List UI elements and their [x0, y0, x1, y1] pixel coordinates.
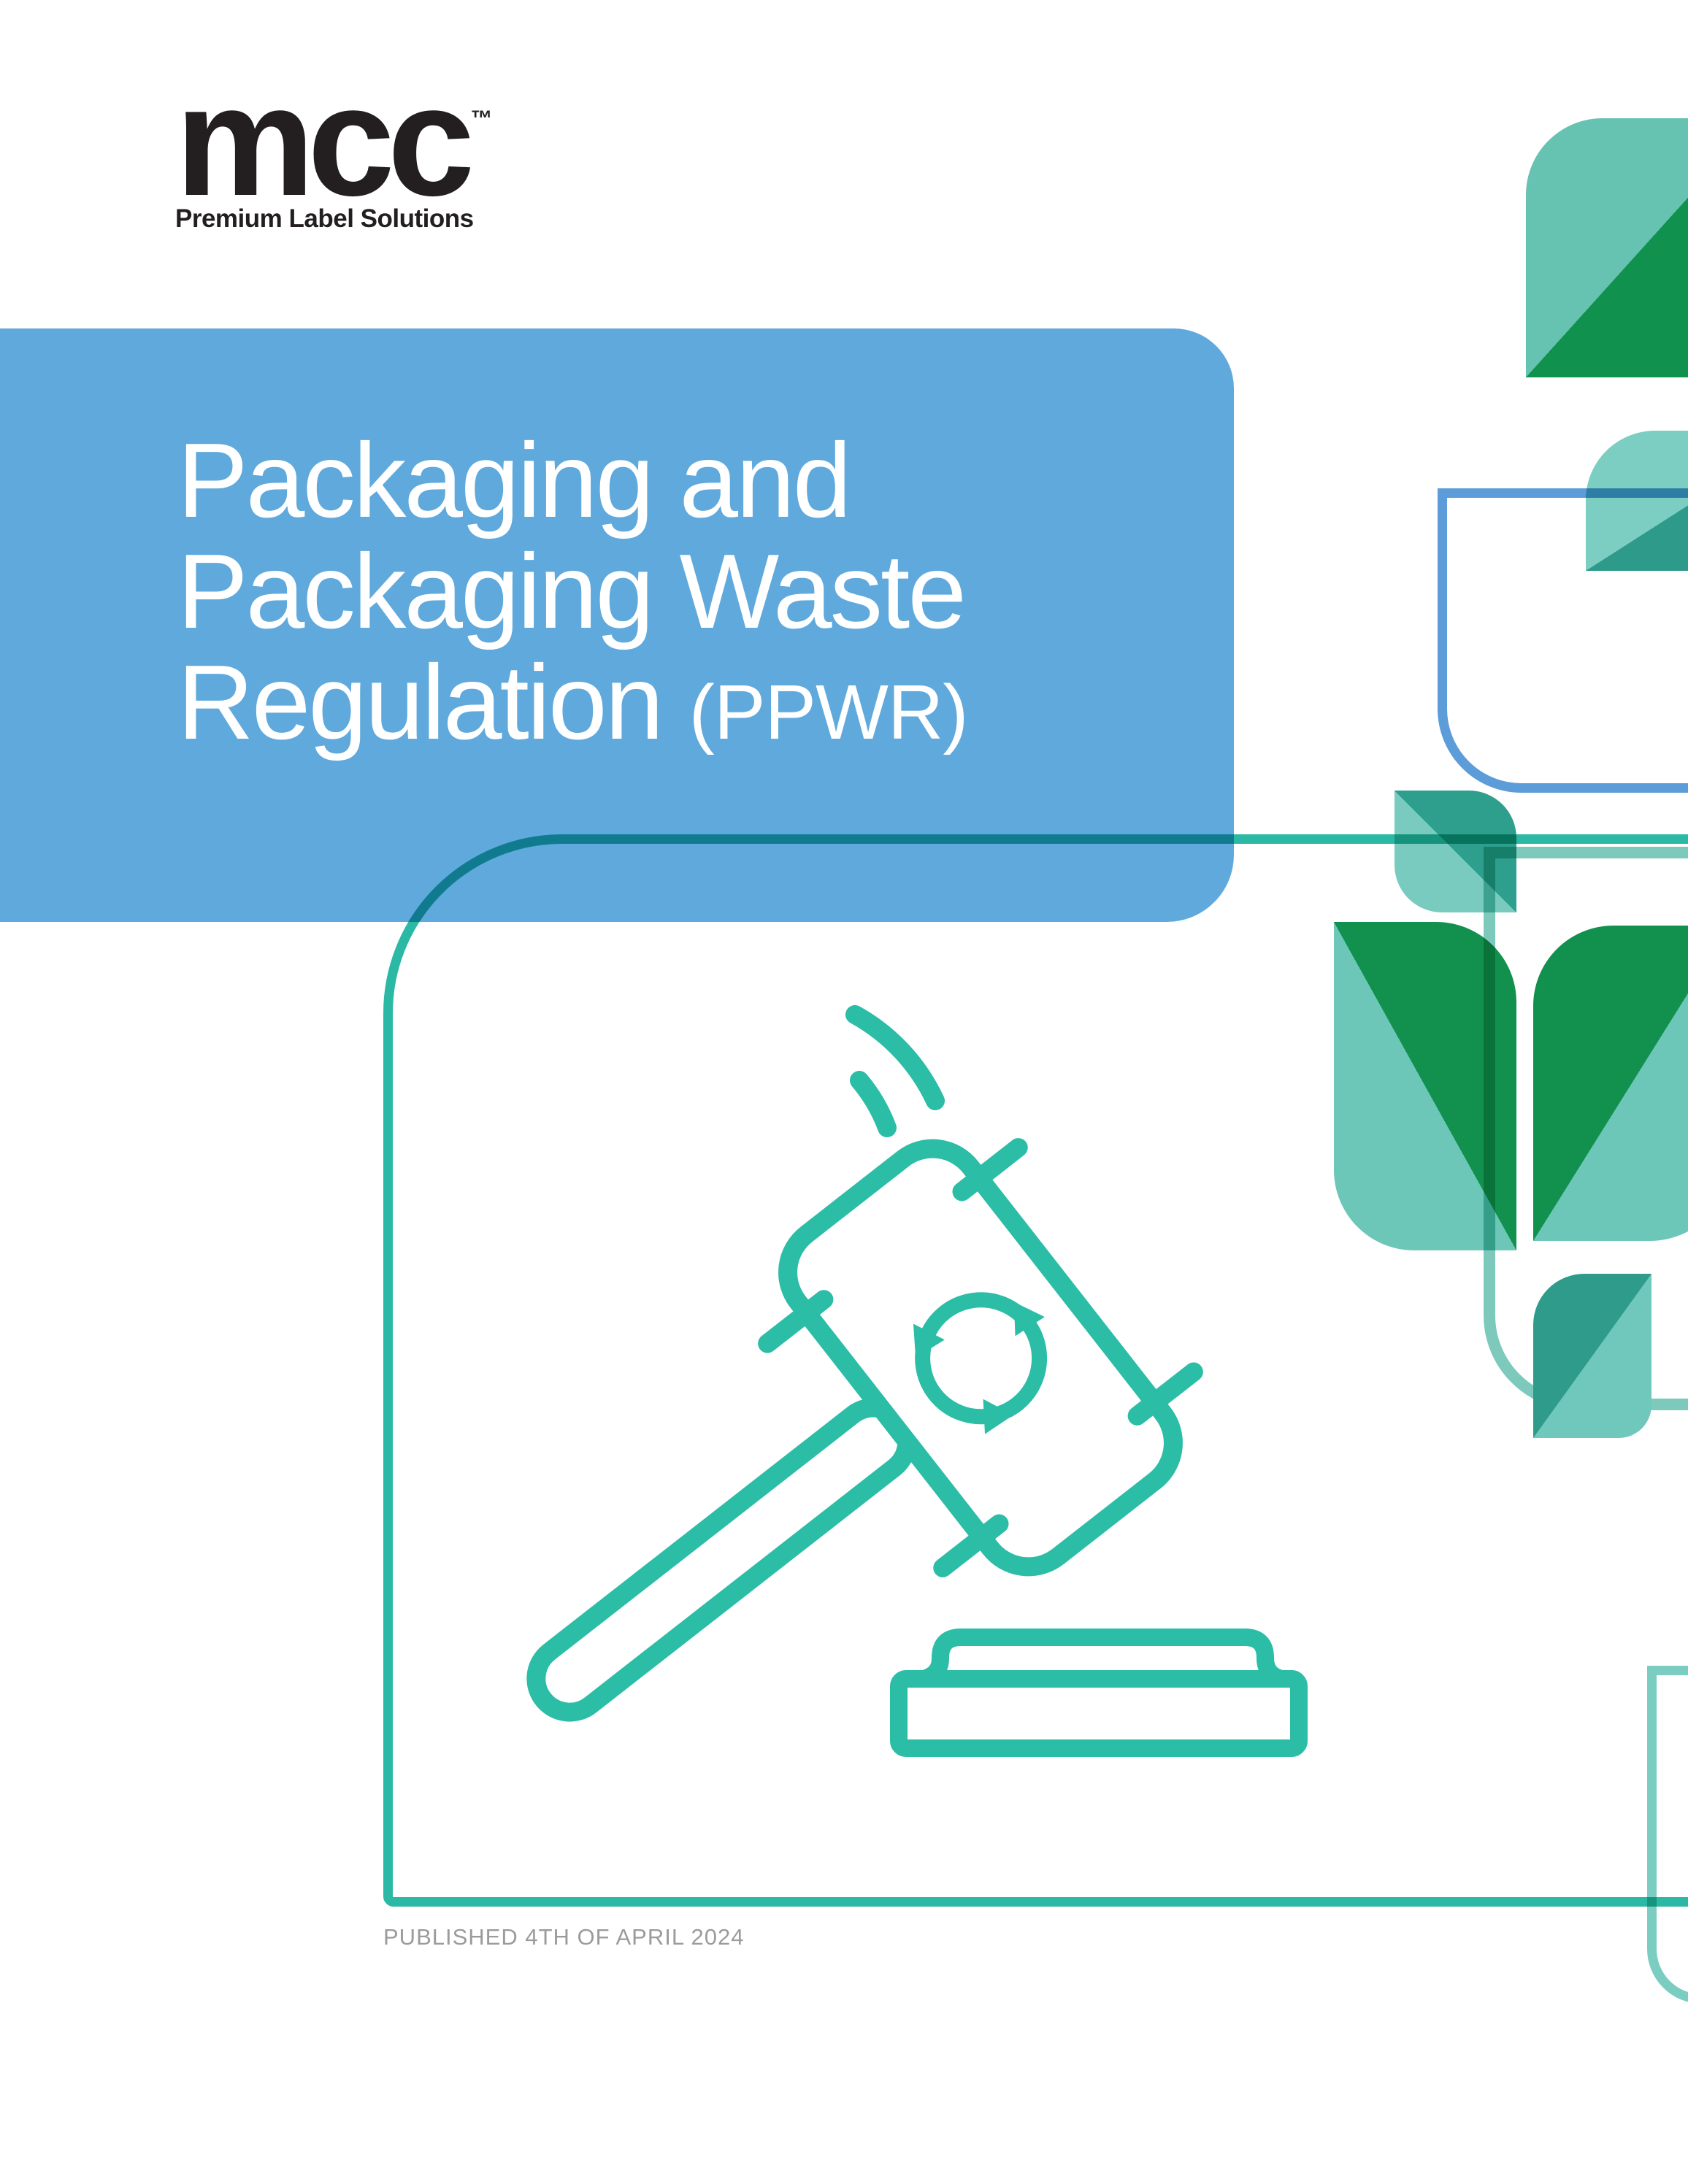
published-date: PUBLISHED 4TH OF APRIL 2024 — [383, 1924, 745, 1950]
logo-wordmark: mcc — [175, 53, 475, 228]
leaf-icon-bottom — [1533, 1274, 1651, 1438]
title-line-2: Packaging Waste — [177, 532, 967, 650]
leaf-icon-top-right — [1526, 118, 1688, 377]
motion-line-long — [845, 1005, 945, 1110]
gavel-head — [778, 1139, 1183, 1577]
logo-tagline: Premium Label Solutions — [175, 204, 474, 233]
sound-block-icon — [890, 1629, 1308, 1757]
gavel-icon — [526, 1138, 1203, 1722]
blue-outline-frame — [1438, 488, 1688, 793]
title-line-3: Regulation (PPWR) — [177, 643, 969, 761]
recycle-icon — [899, 1292, 1075, 1453]
title-abbreviation: (PPWR) — [688, 669, 969, 755]
title-banner: Packaging and Packaging Waste Regulation… — [0, 328, 1234, 922]
page-title: Packaging and Packaging Waste Regulation… — [177, 421, 969, 768]
gavel-head-bands — [758, 1138, 1203, 1577]
title-line-1: Packaging and — [177, 421, 851, 539]
leaf-icon-upper-right — [1586, 431, 1688, 571]
motion-line-short — [850, 1071, 897, 1137]
recycling-gavel-illustration — [526, 1005, 1308, 1757]
trademark-symbol: ™ — [470, 107, 493, 131]
gavel-handle — [526, 1398, 917, 1722]
illustration-border-frame — [383, 834, 1688, 1907]
